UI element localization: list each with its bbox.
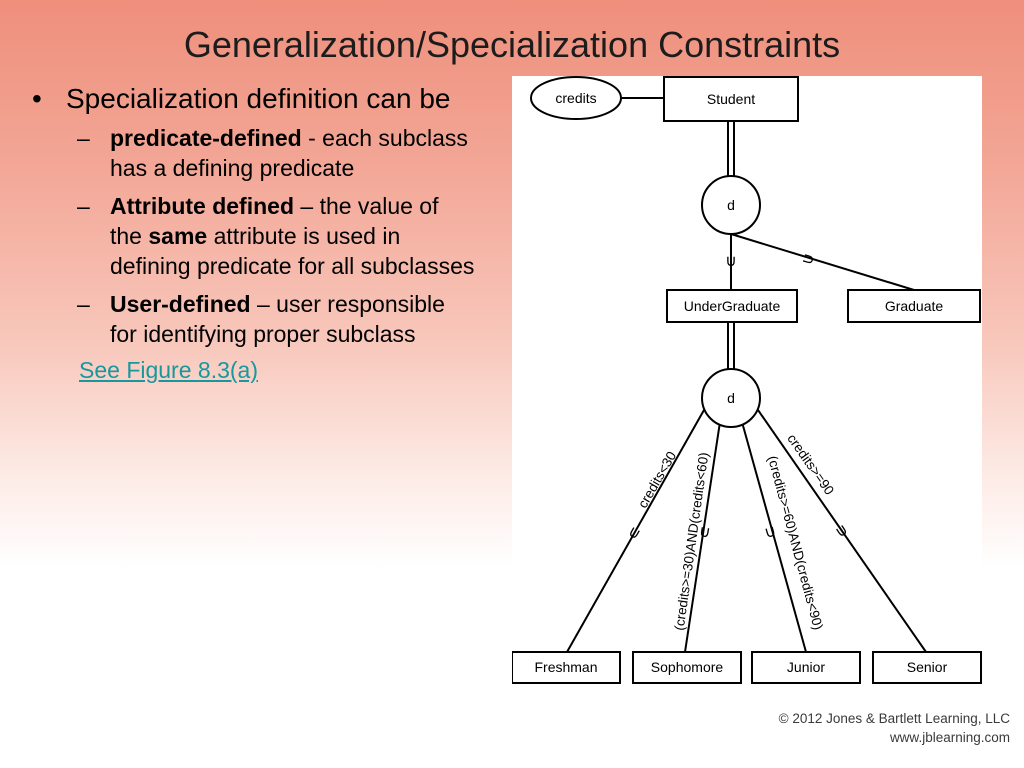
sophomore-label: Sophomore: [651, 659, 724, 675]
student-label: Student: [707, 91, 755, 107]
credits-attribute-ellipse: [530, 76, 622, 120]
undergraduate-label: UnderGraduate: [684, 298, 781, 314]
subitem-term: User-defined: [110, 291, 251, 317]
copyright-line: © 2012 Jones & Bartlett Learning, LLC: [778, 711, 1010, 726]
freshman-entity: [512, 651, 621, 684]
credits-attribute-label: credits: [555, 90, 596, 106]
graduate-label: Graduate: [885, 298, 944, 314]
bullet-dot: •: [32, 83, 42, 114]
subitem-term: predicate-defined: [110, 125, 302, 151]
bullet-list: • Specialization definition can be – pre…: [30, 82, 475, 384]
eer-diagram: credits Student d ∪ ∪ UnderGraduate Grad…: [512, 76, 982, 686]
junior-link: [741, 421, 807, 653]
subitem-text: – the value of the: [110, 193, 439, 249]
subset-symbol-sophomore: ∪: [698, 523, 712, 542]
copyright-notice: © 2012 Jones & Bartlett Learning, LLC ww…: [748, 709, 1010, 747]
student-entity: [663, 76, 799, 122]
disjoint-symbol-bottom: d: [727, 390, 735, 406]
dash: –: [77, 291, 90, 317]
sophomore-link: [684, 421, 721, 653]
junior-entity: [751, 651, 861, 684]
graduate-entity: [847, 289, 981, 323]
disjoint-symbol-top: d: [727, 197, 735, 213]
publisher-url: www.jblearning.com: [889, 730, 1010, 745]
dash: –: [77, 193, 90, 219]
disjoint-circle-top: [701, 175, 761, 235]
subitem-attribute-defined: – Attribute defined – the value of the s…: [30, 191, 475, 281]
diagram-canvas: credits Student d ∪ ∪ UnderGraduate Grad…: [512, 76, 982, 686]
subitem-text: – user responsible for identifying prope…: [110, 291, 445, 347]
freshman-label: Freshman: [534, 659, 597, 675]
subitem-text: attribute is used in defining predicate …: [110, 223, 475, 279]
freshman-link: [566, 409, 705, 653]
subitem-emphasis: same: [148, 223, 208, 249]
disjoint-circle-bottom: [701, 368, 761, 428]
senior-label: Senior: [907, 659, 948, 675]
subitem-text: - each subclass has a defining predicate: [110, 125, 468, 181]
senior-link: [757, 409, 927, 653]
subitem-term: Attribute defined: [110, 193, 294, 219]
figure-link[interactable]: See Figure 8.3(a): [79, 357, 258, 383]
slide-title: Generalization/Specialization Constraint…: [183, 24, 841, 65]
dash: –: [77, 125, 90, 151]
bullet-text: Specialization definition can be: [66, 83, 451, 114]
junior-label: Junior: [787, 659, 825, 675]
senior-entity: [872, 651, 982, 684]
subitem-user-defined: – User-defined – user responsible for id…: [30, 289, 475, 349]
undergraduate-entity: [666, 289, 798, 323]
sophomore-entity: [632, 651, 742, 684]
subset-symbol-undergraduate: ∪: [725, 253, 737, 270]
diagram-lines: [566, 97, 927, 653]
graduate-link: [730, 233, 915, 291]
subitem-predicate-defined: – predicate-defined - each subclass has …: [30, 123, 475, 183]
subset-symbol-graduate: ∪: [799, 251, 819, 267]
bullet-item: • Specialization definition can be: [30, 82, 475, 115]
subset-symbol-junior: ∪: [762, 523, 778, 543]
